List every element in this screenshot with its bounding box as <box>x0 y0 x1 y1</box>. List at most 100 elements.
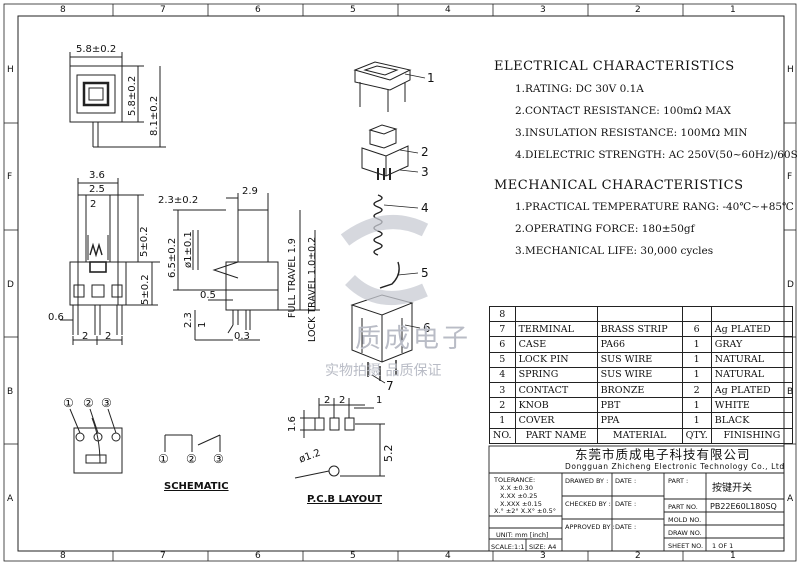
bom-cell-finish: NATURAL <box>710 366 794 383</box>
bom-cell-part: COVER <box>514 412 598 429</box>
bom-cell-finish: WHITE <box>710 397 794 414</box>
watermark-brand: 质成电子 <box>355 324 472 354</box>
zone-number-top: 7 <box>160 5 166 15</box>
tolerance-xx: X.XX ±0.25 <box>500 492 538 500</box>
bom-header-no: NO. <box>489 427 516 444</box>
schematic-pin-1: ① <box>158 452 169 466</box>
zone-number-top: 8 <box>60 5 66 15</box>
zone-number-bottom: 6 <box>255 551 261 561</box>
callout-leaders <box>371 73 426 384</box>
bom-cell-finish: GRAY <box>710 336 794 353</box>
company-name-cn: 东莞市质成电子科技有限公司 <box>575 447 751 462</box>
front-view <box>60 178 160 345</box>
bom-cell-material: PA66 <box>596 336 683 353</box>
bom-cell-part: LOCK PIN <box>514 351 598 368</box>
dim-side-pin: 0.5 <box>200 290 216 301</box>
bom-cell-no: 8 <box>489 305 516 323</box>
zone-letter: H <box>787 65 794 75</box>
bom-cell-finish: Ag PLATED <box>710 381 794 399</box>
dim-top-width: 5.8±0.2 <box>76 44 117 55</box>
bom-cell-qty: 1 <box>681 336 712 353</box>
zone-letter: F <box>7 172 13 182</box>
bom-cell-finish <box>710 305 794 323</box>
mechanical-item: 2.OPERATING FORCE: 180±50gf <box>515 223 695 235</box>
bom-cell-no: 1 <box>489 412 516 429</box>
zone-letter: H <box>7 65 14 75</box>
sheet-no-value: 1 OF 1 <box>712 542 734 550</box>
title-block-frame <box>488 445 785 552</box>
zone-letter: A <box>787 494 794 504</box>
electrical-item: 1.RATING: DC 30V 0.1A <box>515 83 644 95</box>
bom-row: 8 <box>489 305 794 323</box>
dim-front-w2: 2.5 <box>89 184 105 195</box>
bom-cell-material: SUS WIRE <box>596 351 683 368</box>
bom-cell-material: BRONZE <box>596 381 683 399</box>
dim-side-h3: 1 <box>197 321 208 328</box>
bom-cell-part: CASE <box>514 336 598 353</box>
pcb-layout <box>294 398 385 479</box>
dim-pcb-2: 2 <box>324 395 331 406</box>
zone-number-bottom: 1 <box>730 551 736 561</box>
bom-cell-part: TERMINAL <box>514 321 598 338</box>
dim-pcb-16: 1.6 <box>287 416 298 432</box>
bom-cell-material: BRASS STRIP <box>596 321 683 338</box>
scale-label: SCALE:1:1 <box>491 543 525 551</box>
zone-number-top: 1 <box>730 5 736 15</box>
zone-number-bottom: 7 <box>160 551 166 561</box>
side-view <box>173 193 320 341</box>
zone-number-top: 4 <box>445 5 451 15</box>
bom-cell-no: 5 <box>489 351 516 368</box>
zone-letter: F <box>787 172 793 182</box>
part-no-label: PART NO. <box>668 503 698 511</box>
zone-number-bottom: 2 <box>635 551 641 561</box>
electrical-item: 2.CONTACT RESISTANCE: 100mΩ MAX <box>515 105 731 117</box>
tolerance-angle: X.° ±2° X.X° ±0.5° <box>494 507 557 515</box>
part-value: 按键开关 <box>712 483 752 494</box>
zone-letter: D <box>7 280 14 290</box>
tolerance-x: X.X ±0.30 <box>500 484 533 492</box>
mechanical-item: 1.PRACTICAL TEMPERATURE RANG: -40℃~+85℃ <box>515 201 794 213</box>
zone-number-top: 2 <box>635 5 641 15</box>
bom-cell-qty: 1 <box>681 366 712 383</box>
dim-front-h2: 5±0.2 <box>140 274 151 305</box>
date-label: DATE : <box>615 523 637 531</box>
bom-cell-finish: NATURAL <box>710 351 794 368</box>
pcb-title: P.C.B LAYOUT <box>307 494 383 505</box>
exploded-view <box>350 61 414 381</box>
bom-cell-qty <box>681 305 712 323</box>
bom-cell-part: KNOB <box>514 397 598 414</box>
schematic-pin-2: ② <box>186 452 197 466</box>
dim-pcb-52: 5.2 <box>382 444 395 463</box>
bom-cell-no: 2 <box>489 397 516 414</box>
bom-cell-finish: BLACK <box>710 412 794 429</box>
date-label: DATE : <box>615 500 637 508</box>
bom-header-finish: FINISHING <box>710 427 794 444</box>
bom-cell-material: SUS WIRE <box>596 366 683 383</box>
bom-header-part: PART NAME <box>514 427 598 444</box>
dim-pcb-1: 1 <box>376 395 383 406</box>
dim-front-h1: 5±0.2 <box>139 226 150 257</box>
dim-front-w1: 3.6 <box>89 170 105 181</box>
callout-4: 4 <box>421 201 429 215</box>
schematic-title: SCHEMATIC <box>164 481 229 492</box>
dim-lock-travel: LOCK TRAVEL 1.0±0.2 <box>307 236 318 342</box>
dim-pcb-2: 2 <box>339 395 346 406</box>
bom-cell-part: SPRING <box>514 366 598 383</box>
dim-front-w3: 2 <box>90 199 97 210</box>
pin-label-3: ③ <box>101 396 112 410</box>
bom-cell-part: CONTACT <box>514 381 598 399</box>
zone-letter: D <box>787 280 794 290</box>
bom-cell-qty: 1 <box>681 351 712 368</box>
dim-side-w2: 2.9 <box>242 186 258 197</box>
watermark-slogan: 实物拍摄 品质保证 <box>325 363 442 379</box>
mold-no-label: MOLD NO. <box>668 516 702 524</box>
